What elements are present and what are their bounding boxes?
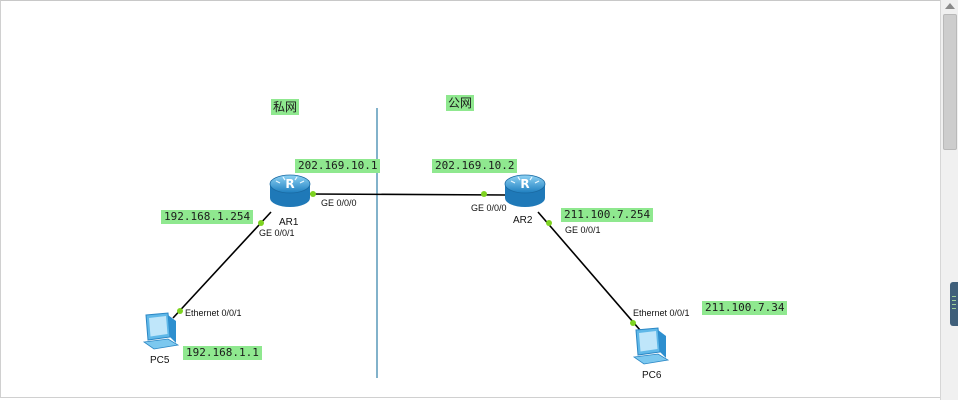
ar1-lan-ip-label[interactable]: 192.168.1.254	[161, 210, 254, 224]
router-ar2-icon[interactable]: R	[502, 172, 548, 212]
pc5-name-label: PC5	[150, 355, 170, 366]
pc5-ip-label[interactable]: 192.168.1.1	[183, 346, 262, 360]
side-panel-tab[interactable]	[950, 282, 958, 326]
pc6-ip-label[interactable]: 211.100.7.34	[702, 301, 788, 315]
pc5-icon[interactable]	[138, 311, 180, 353]
ar1-name-label: AR1	[279, 217, 299, 228]
private-zone-label[interactable]: 私网	[271, 99, 300, 115]
ar2-name-label: AR2	[513, 215, 533, 226]
pc6-eth-port-label: Ethernet 0/0/1	[633, 308, 690, 318]
port-dot-pc6-eth	[630, 320, 636, 326]
link-ar2-pc6	[537, 211, 641, 331]
public-zone-label[interactable]: 公网	[446, 95, 475, 111]
ar2-lan-ip-label[interactable]: 211.100.7.254	[561, 208, 654, 222]
svg-text:R: R	[520, 177, 529, 191]
port-dot-ar1-ge001	[258, 220, 264, 226]
pc5-eth-port-label: Ethernet 0/0/1	[185, 308, 242, 318]
pc6-name-label: PC6	[642, 370, 662, 381]
port-dot-pc5-eth	[177, 308, 183, 314]
ar1-wan-ip-label[interactable]: 202.169.10.1	[295, 159, 381, 173]
vertical-scrollbar[interactable]	[940, 0, 958, 400]
port-dot-ar2-ge001	[546, 220, 552, 226]
scrollbar-thumb[interactable]	[943, 14, 957, 150]
ar1-ge001-port-label: GE 0/0/1	[259, 228, 295, 238]
ar1-ge000-port-label: GE 0/0/0	[321, 198, 357, 208]
pc6-icon[interactable]	[628, 326, 670, 368]
router-ar1-icon[interactable]: R	[267, 172, 313, 212]
ar2-wan-ip-label[interactable]: 202.169.10.2	[432, 159, 518, 173]
scroll-up-arrow-icon[interactable]	[945, 3, 955, 9]
port-dot-ar2-ge000	[481, 191, 487, 197]
svg-text:R: R	[285, 177, 294, 191]
link-ar1-ar2	[309, 193, 507, 196]
ar2-ge000-port-label: GE 0/0/0	[471, 203, 507, 213]
ar2-ge001-port-label: GE 0/0/1	[565, 225, 601, 235]
port-dot-ar1-ge000	[310, 191, 316, 197]
link-ar1-pc5	[172, 211, 272, 319]
